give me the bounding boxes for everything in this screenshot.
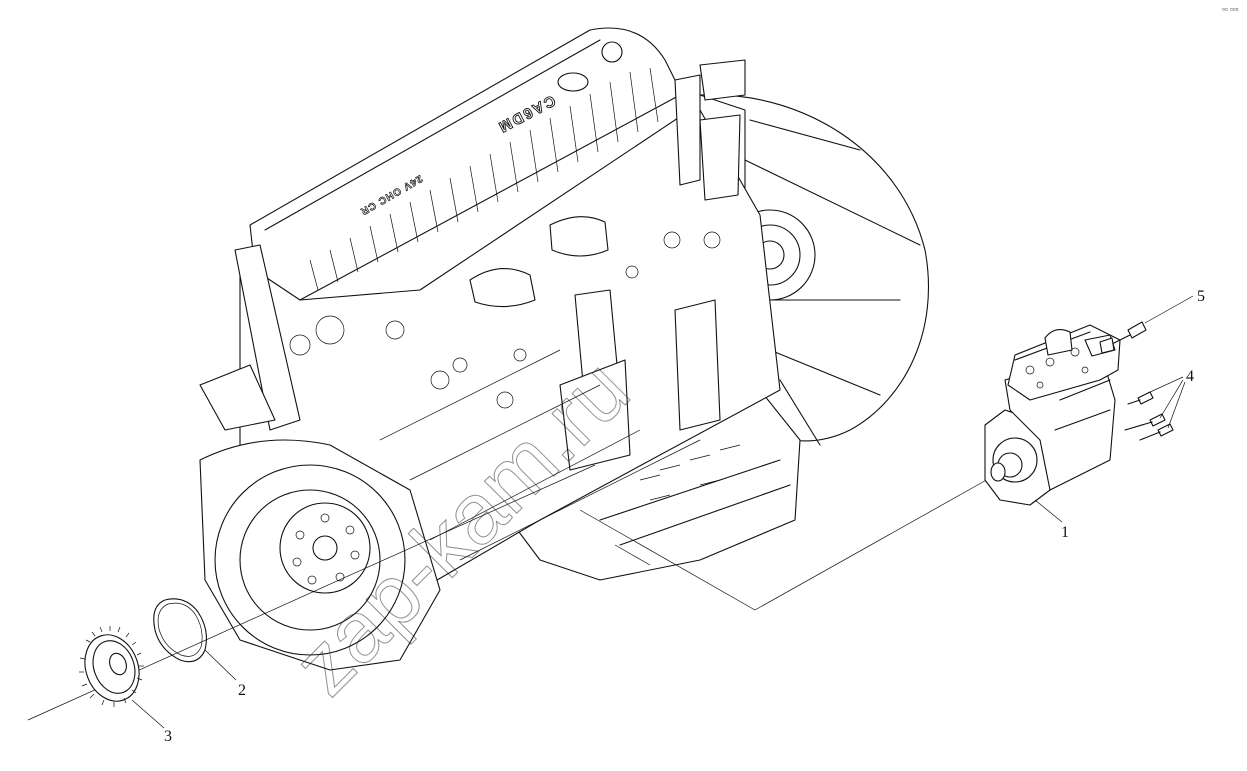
- part-1-air-compressor: [984, 324, 1121, 506]
- callout-leaders: [131, 295, 1194, 729]
- part-3-gear: [79, 626, 144, 707]
- part-5-fitting: [1099, 321, 1147, 354]
- engine-assembly: CA6DM 24V OHC CR: [199, 27, 801, 671]
- part-2-gasket: [153, 598, 207, 663]
- callout-5: 5: [1197, 288, 1205, 305]
- callout-2: 2: [238, 682, 246, 699]
- corner-mark: ▫▫ ▫▫▫: [1222, 5, 1239, 14]
- callout-labels: 1 2 3 4 5: [164, 288, 1205, 745]
- part-4-bolts: [1124, 391, 1174, 441]
- callout-4: 4: [1186, 368, 1194, 385]
- callout-3: 3: [164, 728, 172, 745]
- callout-1: 1: [1061, 524, 1069, 541]
